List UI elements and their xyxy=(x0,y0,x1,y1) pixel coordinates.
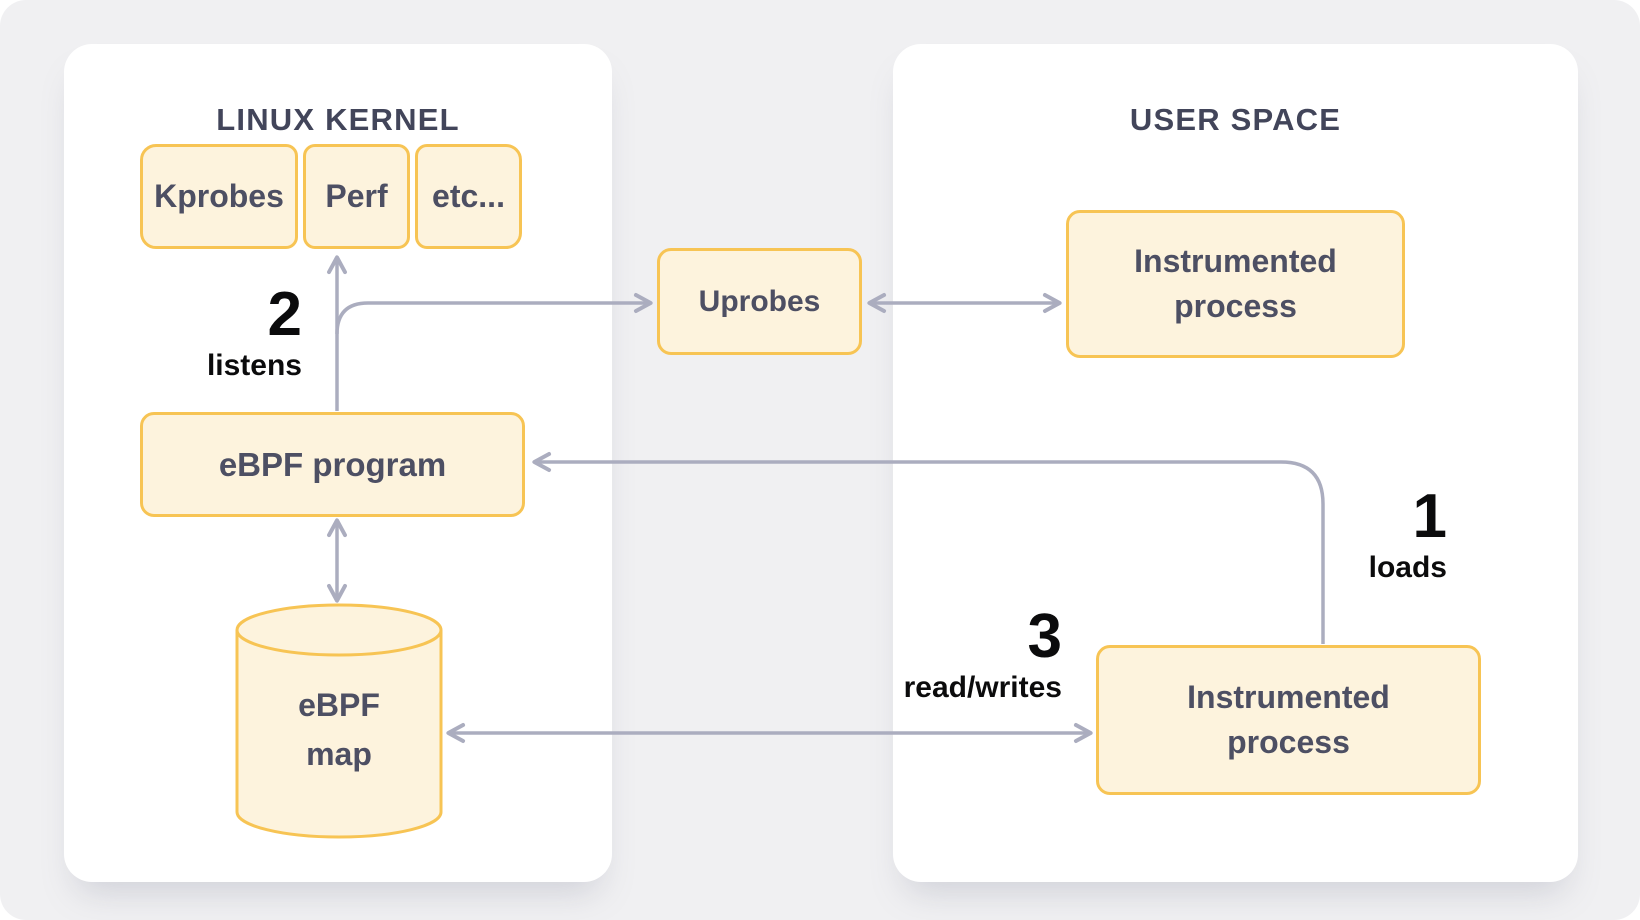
node-instrumented-process-top: Instrumented process xyxy=(1066,210,1405,358)
step-3-read-writes: 3 read/writes xyxy=(852,606,1062,705)
node-perf: Perf xyxy=(303,144,410,249)
node-instrumented-process-bottom: Instrumented process xyxy=(1096,645,1481,795)
step-2-label: listens xyxy=(206,349,302,382)
node-kprobes: Kprobes xyxy=(140,144,298,249)
node-ebpf-map-label: eBPF map xyxy=(298,687,380,772)
step-1-label: loads xyxy=(1368,551,1447,584)
node-ebpf-program: eBPF program xyxy=(140,412,525,517)
node-uprobes: Uprobes xyxy=(657,248,862,355)
step-3-number: 3 xyxy=(1027,602,1062,671)
step-2-listens: 2 listens xyxy=(92,284,302,383)
step-1-loads: 1 loads xyxy=(1237,486,1447,585)
user-space-title: USER SPACE xyxy=(1129,102,1342,137)
step-1-number: 1 xyxy=(1412,482,1447,551)
node-etc: etc... xyxy=(415,144,522,249)
step-2-number: 2 xyxy=(267,280,302,349)
step-3-label: read/writes xyxy=(903,671,1062,704)
probe-sources-row: Kprobes Perf etc... xyxy=(140,144,522,249)
linux-kernel-title: LINUX KERNEL xyxy=(216,102,460,137)
